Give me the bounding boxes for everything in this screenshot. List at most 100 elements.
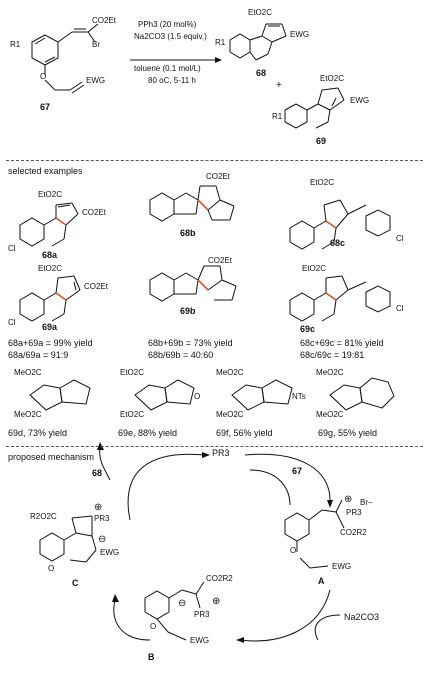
- meo2c-69g-bottom: MeO2C: [316, 410, 344, 419]
- cycle-arrowhead-3: [236, 637, 244, 643]
- ewg-label-67: EWG: [86, 76, 106, 85]
- main-arrow-head: [215, 57, 222, 63]
- compound-69b-label: 69b: [180, 306, 196, 316]
- divider-2: [6, 446, 423, 447]
- mechanism-heading: proposed mechanism: [8, 452, 95, 462]
- ring-69d-b: [59, 379, 91, 405]
- yield-b-sum: 68b+69b = 73% yield: [148, 338, 233, 348]
- intermediate-a-pr3: PR3: [346, 508, 362, 517]
- eto2c-68a: EtO2C: [38, 190, 63, 199]
- cycle-arrowhead-1: [202, 452, 210, 458]
- co2et-68a: CO2Et: [82, 208, 107, 217]
- intermediate-c-ewg: EWG: [100, 548, 120, 557]
- cycle-arrowhead-4: [112, 594, 119, 602]
- reagent-2: Na2CO3 (1.5 equiv.): [134, 32, 207, 41]
- yield-c-sum: 68c+69c = 81% yield: [300, 338, 384, 348]
- compound-68c-label: 68c: [330, 238, 346, 248]
- reagent-3: toluene (0.1 mol/L): [134, 64, 201, 73]
- meo2c-69f-top: MeO2C: [216, 368, 244, 377]
- eto2c-label-68: EtO2C: [248, 8, 273, 17]
- compound-69d-label: 69d, 73% yield: [8, 428, 68, 438]
- ring-intermediate-c: [39, 532, 65, 562]
- mech-sm-67: 67: [292, 466, 303, 476]
- eto2c-68c: EtO2C: [310, 178, 335, 187]
- compound-68b-label: 68b: [180, 228, 196, 238]
- eto2c-69a: EtO2C: [38, 264, 63, 273]
- intermediate-b-o: O: [150, 622, 157, 631]
- intermediate-c-pr3: PR3: [94, 514, 110, 523]
- ring-69c: [289, 292, 315, 322]
- ring-69e-a: [134, 384, 168, 411]
- intermediate-a-oplus: ⊕: [344, 494, 353, 505]
- eto2c-label-69: EtO2C: [320, 74, 345, 83]
- intermediate-b-ominus: ⊖: [178, 598, 187, 609]
- ring-69d-a: [29, 384, 63, 411]
- compound-68a-label: 68a: [42, 250, 58, 260]
- o-69e: O: [194, 392, 201, 401]
- co2et-69a: CO2Et: [84, 282, 109, 291]
- ewg-label-69: EWG: [350, 96, 370, 105]
- br-label-67: Br: [92, 40, 100, 49]
- compound-69a-label: 69a: [42, 322, 58, 332]
- intermediate-b-oplus: ⊕: [212, 596, 221, 607]
- intermediate-a-br: Br−: [360, 498, 373, 507]
- intermediate-a-o: O: [290, 546, 297, 555]
- ring-69f-b: [261, 379, 293, 405]
- eto2c-69e-top: EtO2C: [120, 368, 145, 377]
- cl-69c: Cl: [396, 304, 404, 313]
- ring-69f-a: [231, 384, 265, 411]
- intermediate-c-label: C: [72, 578, 79, 588]
- benzene-ring-69: [284, 103, 308, 129]
- intermediate-a-co2r2: CO2R2: [340, 528, 367, 537]
- aryl-ring-68c: [365, 209, 391, 237]
- intermediate-b-ewg: EWG: [190, 636, 210, 645]
- compound-69e-label: 69e, 88% yield: [118, 428, 178, 438]
- yield-c-ratio: 68c/69c = 19:81: [300, 350, 365, 360]
- co2et-label-67: CO2Et: [92, 16, 117, 25]
- intermediate-b-label: B: [148, 652, 155, 662]
- cl-68c: Cl: [396, 234, 404, 243]
- mech-pr3-catalyst: PR3: [212, 448, 230, 458]
- reagent-1: PPh3 (20 mol%): [138, 20, 197, 29]
- eto2c-69c: EtO2C: [302, 264, 327, 273]
- compound-67-label: 67: [40, 102, 51, 112]
- cycle-arc-c-to-pr3: [127, 453, 206, 521]
- compound-69g-label: 69g, 55% yield: [318, 428, 378, 438]
- ewg-label-68: EWG: [290, 30, 310, 39]
- intermediate-b-co2r2: CO2R2: [206, 574, 233, 583]
- r1-label-68: R1: [215, 38, 226, 47]
- examples-heading: selected examples: [8, 166, 83, 176]
- benzene-ring-67: [31, 34, 59, 66]
- ring-68b: [149, 192, 175, 222]
- divider-1: [6, 160, 423, 161]
- compound-69-label: 69: [316, 136, 327, 146]
- intermediate-a-label: A: [318, 576, 325, 586]
- cycle-arc-b-to-c: [113, 599, 151, 641]
- cl-68a: Cl: [8, 244, 16, 253]
- benzene-ring-68: [229, 33, 251, 59]
- compound-69f-label: 69f, 56% yield: [216, 428, 273, 438]
- ring-69a: [19, 292, 45, 322]
- ring-intermediate-b: [144, 590, 170, 620]
- intermediate-c-ominus: ⊖: [98, 534, 107, 545]
- plus-sign: +: [276, 80, 282, 91]
- ring-68c: [289, 220, 315, 250]
- ring-69b: [149, 272, 175, 302]
- eto2c-69e-bottom: EtO2C: [120, 410, 145, 419]
- intermediate-b-pr3: PR3: [194, 610, 210, 619]
- aryl-ring-69c: [365, 285, 391, 313]
- reagent-4: 80 oC, 5-11 h: [148, 76, 196, 85]
- yield-a-sum: 68a+69a = 99% yield: [8, 338, 93, 348]
- ring-68a: [19, 217, 45, 247]
- co2et-69b: CO2Et: [208, 256, 233, 265]
- intermediate-c-o: O: [48, 564, 55, 573]
- o-label-67: O: [40, 72, 47, 81]
- ring-69g-a: [329, 384, 363, 411]
- intermediate-a-ewg: EWG: [332, 562, 352, 571]
- meo2c-69g-top: MeO2C: [316, 368, 344, 377]
- yield-b-ratio: 68b/69b = 40:60: [148, 350, 214, 360]
- ring-69e-b: [164, 379, 195, 405]
- r1-label-69: R1: [272, 112, 283, 121]
- meo2c-69d-bottom: MeO2C: [14, 410, 42, 419]
